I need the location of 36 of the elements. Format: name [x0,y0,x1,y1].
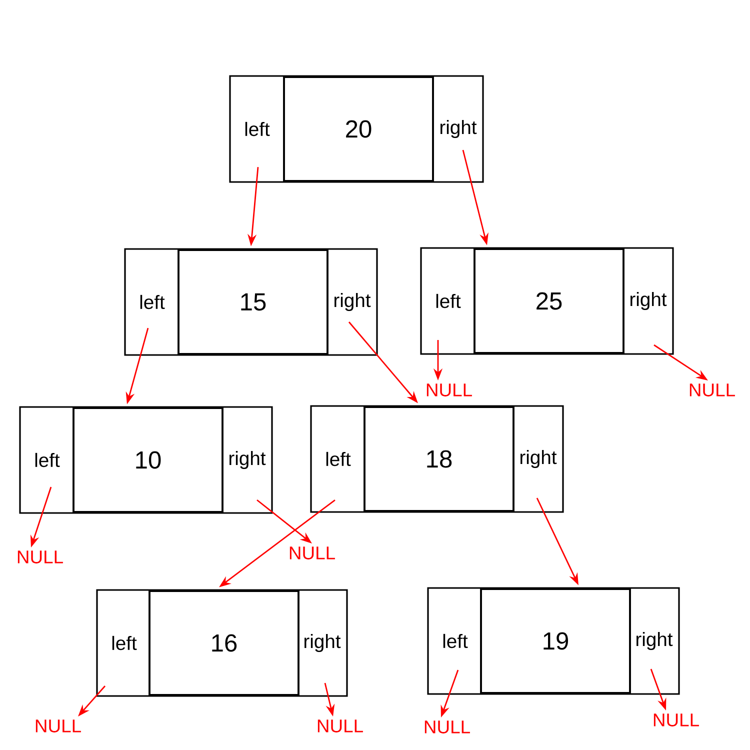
null-label: NULL [36,720,81,732]
null-label: NULL [290,546,335,560]
tree-node-box [124,248,378,356]
null-label: NULL [690,384,735,396]
value-box: 18 [364,406,514,512]
null-label: NULL [654,714,699,726]
pointer-label: right [334,293,371,311]
pointer-label: left [436,294,461,308]
pointer-label: right [440,120,477,138]
pointer-label: right [520,450,557,468]
tree-node-box [96,589,348,697]
pointer-label: right [230,451,266,469]
null-label: NULL [426,384,472,396]
tree-node-box [427,587,680,695]
tree-node-box [310,405,564,513]
value-box: 20 [283,76,434,182]
tree-node-box [420,247,674,355]
value-box: 16 [148,590,300,696]
pointer-label: left [112,636,137,650]
value-box: 10 [72,407,224,513]
value-box: 25 [474,248,624,354]
tree-node-box [229,75,484,183]
tree-node-box [19,406,273,514]
value-box: 15 [178,249,328,355]
value-box: 19 [480,588,631,694]
pointer-label: right [630,292,667,310]
null-label: NULL [318,720,363,732]
pointer-label: right [636,632,673,650]
pointer-label: left [35,452,60,468]
pointer-label: left [245,122,270,136]
pointer-label: left [326,452,351,466]
pointer-label: right [304,634,341,652]
null-label: NULL [424,720,470,734]
pointer-label: left [140,294,165,310]
null-label: NULL [18,550,63,564]
pointer-label: left [443,634,468,648]
